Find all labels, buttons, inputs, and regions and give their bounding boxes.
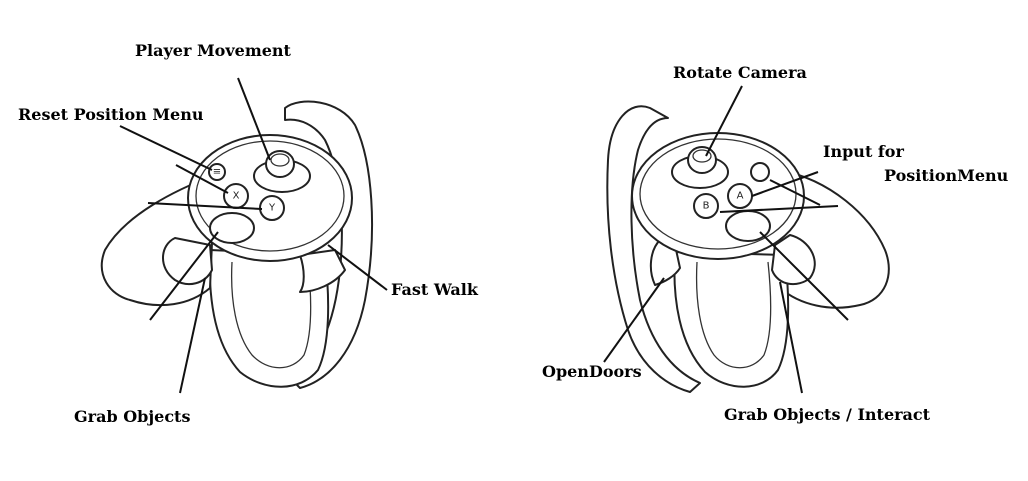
x-button-glyph: X: [233, 191, 240, 202]
a-button-glyph: A: [737, 191, 744, 202]
label-grab-objects: Grab Objects: [74, 407, 191, 426]
menu-button: [208, 163, 226, 181]
b-button: [693, 193, 719, 219]
menu-button-glyph: ≡: [213, 167, 221, 178]
label-player-movement: Player Movement: [135, 41, 291, 60]
b-button-glyph: B: [703, 201, 710, 212]
label-position-menu: PositionMenu: [884, 166, 1009, 185]
oculus-button: [750, 162, 770, 182]
label-grab-objects-interact: Grab Objects / Interact: [724, 405, 931, 424]
label-open-doors: OpenDoors: [542, 362, 642, 381]
label-rotate-camera: Rotate Camera: [673, 63, 807, 82]
y-button-glyph: Y: [268, 203, 276, 214]
label-reset-position-menu: Reset Position Menu: [18, 105, 204, 124]
label-fast-walk: Fast Walk: [391, 280, 478, 299]
label-input-for: Input for: [823, 142, 904, 161]
